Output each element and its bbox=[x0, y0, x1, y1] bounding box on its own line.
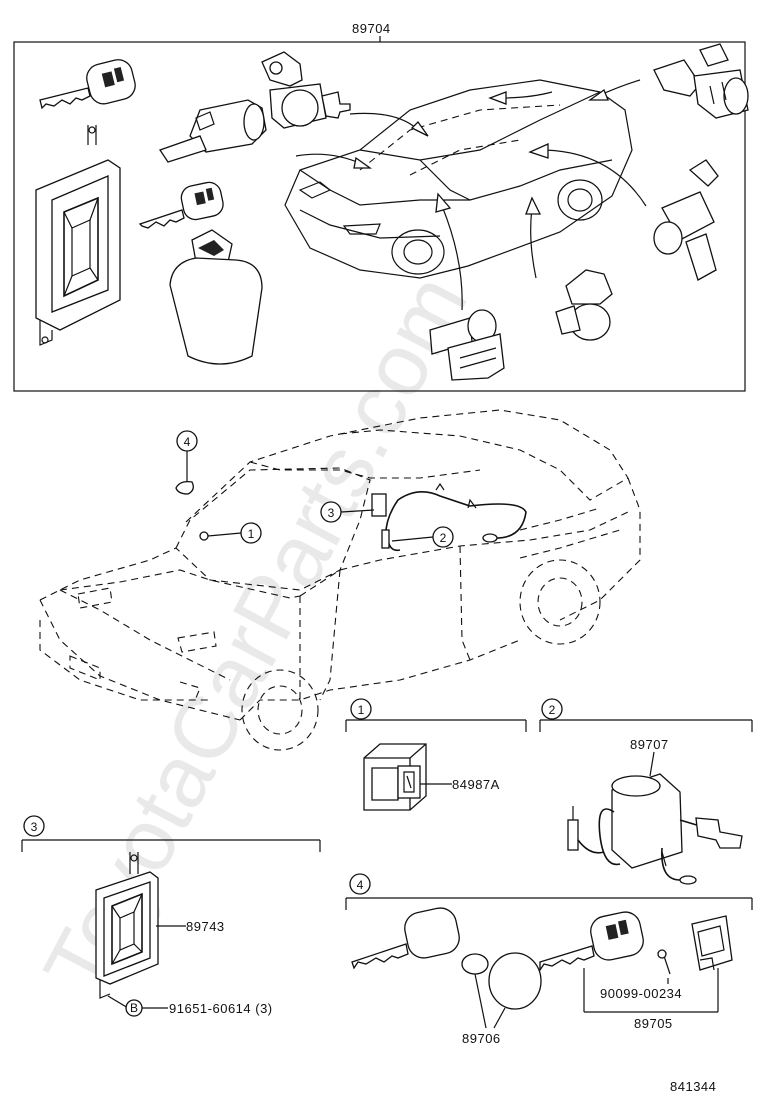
svg-text:2: 2 bbox=[440, 531, 447, 545]
svg-text:2: 2 bbox=[549, 703, 556, 717]
section-2: 2 bbox=[539, 698, 753, 732]
door-lock-cylinder-icon[interactable] bbox=[261, 51, 351, 129]
section-3: 3 bbox=[21, 815, 321, 852]
ecu-module-icon[interactable] bbox=[35, 125, 121, 346]
arrows-top bbox=[295, 79, 647, 311]
section-1: 1 bbox=[345, 698, 527, 732]
diagram-id: 841344 bbox=[670, 1079, 716, 1094]
top-assembly-frame bbox=[13, 41, 746, 392]
svg-text:3: 3 bbox=[31, 820, 38, 834]
key-cap-icon[interactable] bbox=[461, 952, 542, 1010]
hatch-lock-icon[interactable] bbox=[653, 159, 719, 281]
transponder-key-icon[interactable] bbox=[539, 909, 646, 973]
blank-key-icon[interactable] bbox=[351, 905, 462, 970]
marker-1-car[interactable]: 1 bbox=[207, 522, 262, 544]
ignition-cylinder-icon[interactable] bbox=[158, 99, 267, 163]
wiring-harness bbox=[199, 482, 527, 552]
callout-89704[interactable]: 89704 bbox=[352, 21, 391, 36]
car-outline-main bbox=[39, 409, 641, 751]
lock-actuator-icon[interactable] bbox=[555, 269, 613, 341]
car-outline-top bbox=[284, 79, 633, 279]
svg-text:1: 1 bbox=[358, 703, 365, 717]
section-4: 4 bbox=[345, 873, 753, 910]
watermark: ToyotaCarParts.com bbox=[24, 259, 486, 1009]
marker-4-top[interactable]: 4 bbox=[175, 430, 198, 495]
svg-text:1: 1 bbox=[248, 527, 255, 541]
key-chip-icon[interactable] bbox=[691, 915, 733, 971]
callout-90099-00234[interactable]: 90099-00234 bbox=[600, 986, 682, 1001]
marker-2-car[interactable]: 2 bbox=[391, 526, 454, 548]
callout-91651-60614[interactable]: 91651-60614 (3) bbox=[169, 1001, 273, 1016]
svg-text:4: 4 bbox=[184, 435, 191, 449]
wire-sensor-icon[interactable] bbox=[567, 773, 743, 885]
svg-text:4: 4 bbox=[357, 878, 364, 892]
ecu-icon[interactable] bbox=[95, 852, 159, 999]
bolt-ref-marker: B bbox=[130, 1001, 138, 1015]
marker-3-car[interactable]: 3 bbox=[320, 501, 375, 523]
key-icon[interactable] bbox=[39, 57, 138, 110]
callout-89743[interactable]: 89743 bbox=[186, 919, 225, 934]
sensor-icon[interactable] bbox=[429, 309, 505, 381]
callout-89705[interactable]: 89705 bbox=[634, 1016, 673, 1031]
trunk-lock-icon[interactable] bbox=[653, 43, 749, 119]
callout-84987A[interactable]: 84987A bbox=[452, 777, 500, 792]
switch-icon[interactable] bbox=[363, 743, 427, 811]
callout-89707[interactable]: 89707 bbox=[630, 737, 669, 752]
screw-icon[interactable] bbox=[657, 949, 671, 975]
svg-text:3: 3 bbox=[328, 506, 335, 520]
callout-89706[interactable]: 89706 bbox=[462, 1031, 501, 1046]
key-fob-icon[interactable] bbox=[138, 180, 263, 365]
